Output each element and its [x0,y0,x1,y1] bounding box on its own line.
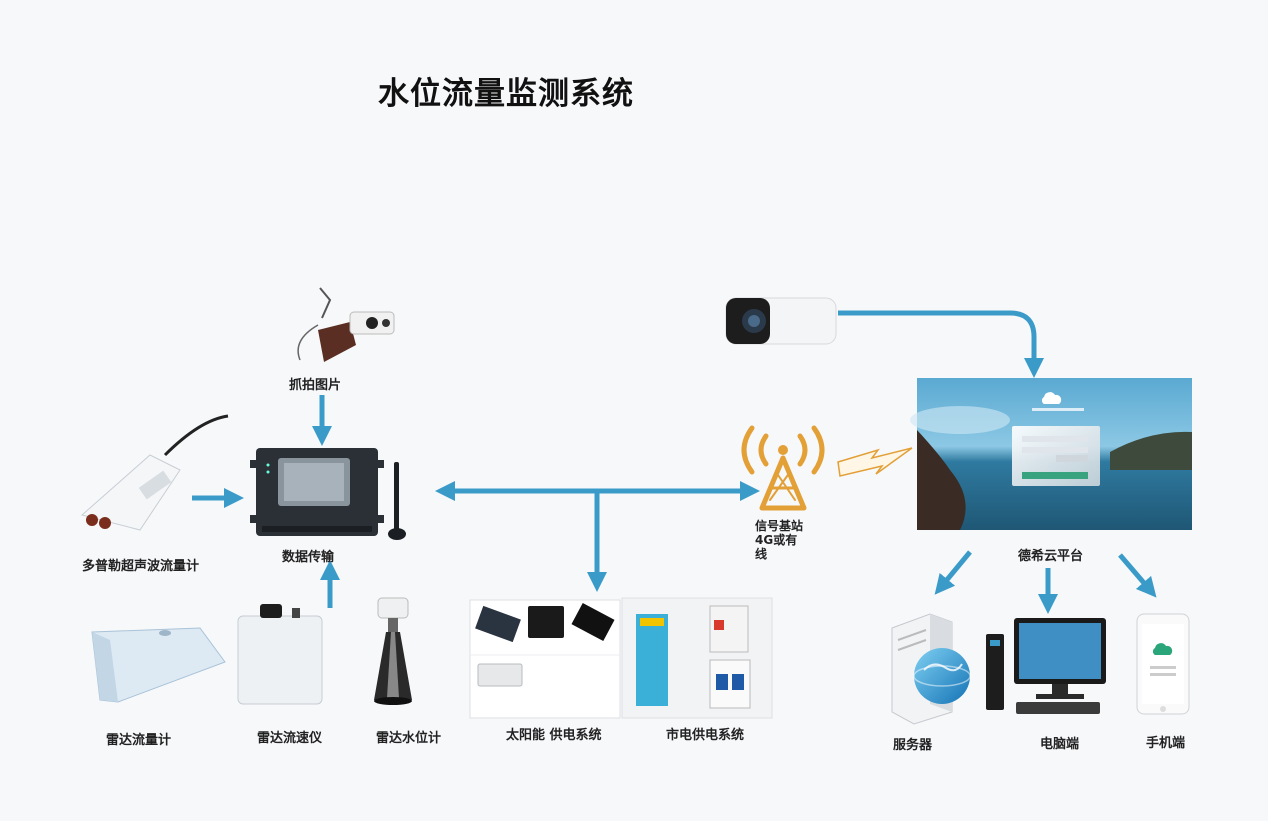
connection-arrows [192,310,1157,614]
wireless-link-icon [837,447,913,477]
label-base-station-line1: 信号基站 [755,519,804,533]
label-radar-velocimeter: 雷达流速仪 [257,731,323,746]
smartphone-icon [1136,613,1190,715]
label-server: 服务器 [893,738,933,753]
server-globe-icon [891,613,971,725]
label-base-station-line2: 4G或有 [755,533,798,547]
label-solar-power: 太阳能 供电系统 [506,728,602,743]
radar-flowmeter-icon [91,627,226,703]
label-radar-flowmeter: 雷达流量计 [106,733,172,748]
label-grid-power: 市电供电系统 [666,728,745,743]
label-base-station: 信号基站 4G或有 线 [755,519,803,561]
doppler-meter-icon [80,414,229,531]
label-radar-level: 雷达水位计 [376,731,442,746]
radar-velocimeter-icon [237,604,323,705]
label-pc: 电脑端 [1040,737,1080,752]
dtu-device-icon [250,448,406,540]
radar-level-meter-icon [374,597,412,705]
label-cloud-platform: 德希云平台 [1018,549,1084,564]
grid-power-panel [621,597,773,719]
arrow-cloud-to-server [934,550,972,595]
label-mobile: 手机端 [1146,736,1186,751]
label-doppler-meter: 多普勒超声波流量计 [82,559,200,574]
solar-power-panel [469,599,621,719]
arrow-camera-to-cloud [838,310,1044,378]
label-capture-photo: 抓拍图片 [289,378,342,393]
surveillance-camera-icon [297,287,395,362]
bullet-camera-icon [725,297,837,345]
signal-tower-icon [741,425,825,511]
label-data-transfer: 数据传输 [282,550,335,565]
arrow-cloud-to-mobile [1118,553,1157,598]
desktop-computer-icon [986,618,1106,714]
page-title: 水位流量监测系统 [378,76,634,112]
label-base-station-line3: 线 [755,547,768,561]
cloud-platform-screen [910,378,1192,530]
